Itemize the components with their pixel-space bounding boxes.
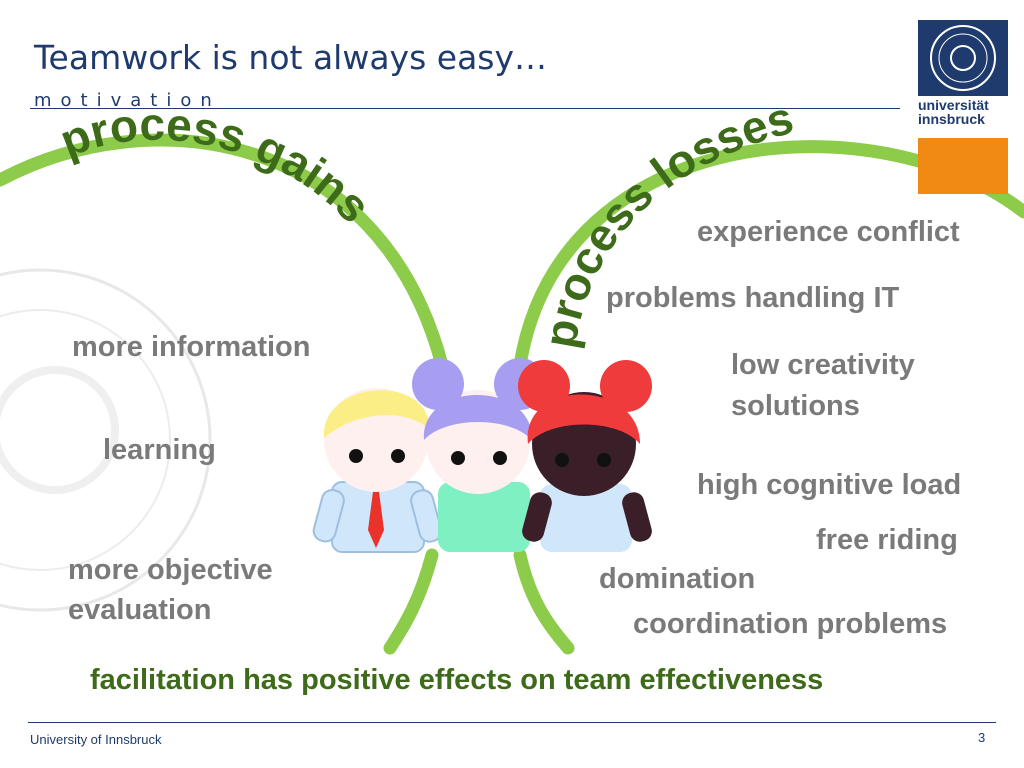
loss-item: experience conflict	[697, 216, 960, 248]
loss-item: solutions	[731, 390, 860, 422]
logo-wordmark: universität innsbruck	[918, 97, 989, 127]
loss-item: problems handling IT	[606, 282, 900, 314]
left-arc	[0, 133, 449, 372]
loss-item: low creativity	[731, 349, 915, 381]
figure-boy-icon	[312, 388, 443, 553]
loss-item: domination	[599, 563, 756, 595]
page-number: 3	[978, 730, 986, 745]
loss-item: high cognitive load	[697, 469, 962, 501]
left-arc-lower	[383, 548, 439, 655]
gain-item: more information	[72, 331, 311, 363]
header-divider	[30, 108, 900, 109]
seal-icon	[918, 20, 1008, 96]
right-arc-lower	[513, 548, 575, 655]
conclusion-text: facilitation has positive effects on tea…	[90, 664, 824, 696]
figure-girl-red-icon	[518, 360, 652, 552]
gain-item: learning	[103, 434, 216, 466]
university-logo: universität innsbruck	[918, 20, 1008, 194]
gain-item: evaluation	[68, 594, 212, 626]
loss-item: free riding	[816, 524, 958, 556]
loss-item: coordination problems	[633, 608, 948, 640]
page-title: Teamwork is not always easy…	[34, 38, 548, 77]
gain-item: more objective	[68, 554, 273, 586]
footer-institution: University of Innsbruck	[30, 732, 162, 747]
logo-orange-block	[918, 138, 1008, 194]
footer-divider	[28, 722, 996, 723]
page-subtitle: motivation	[34, 90, 221, 111]
figure-girl-purple-icon	[412, 358, 546, 552]
